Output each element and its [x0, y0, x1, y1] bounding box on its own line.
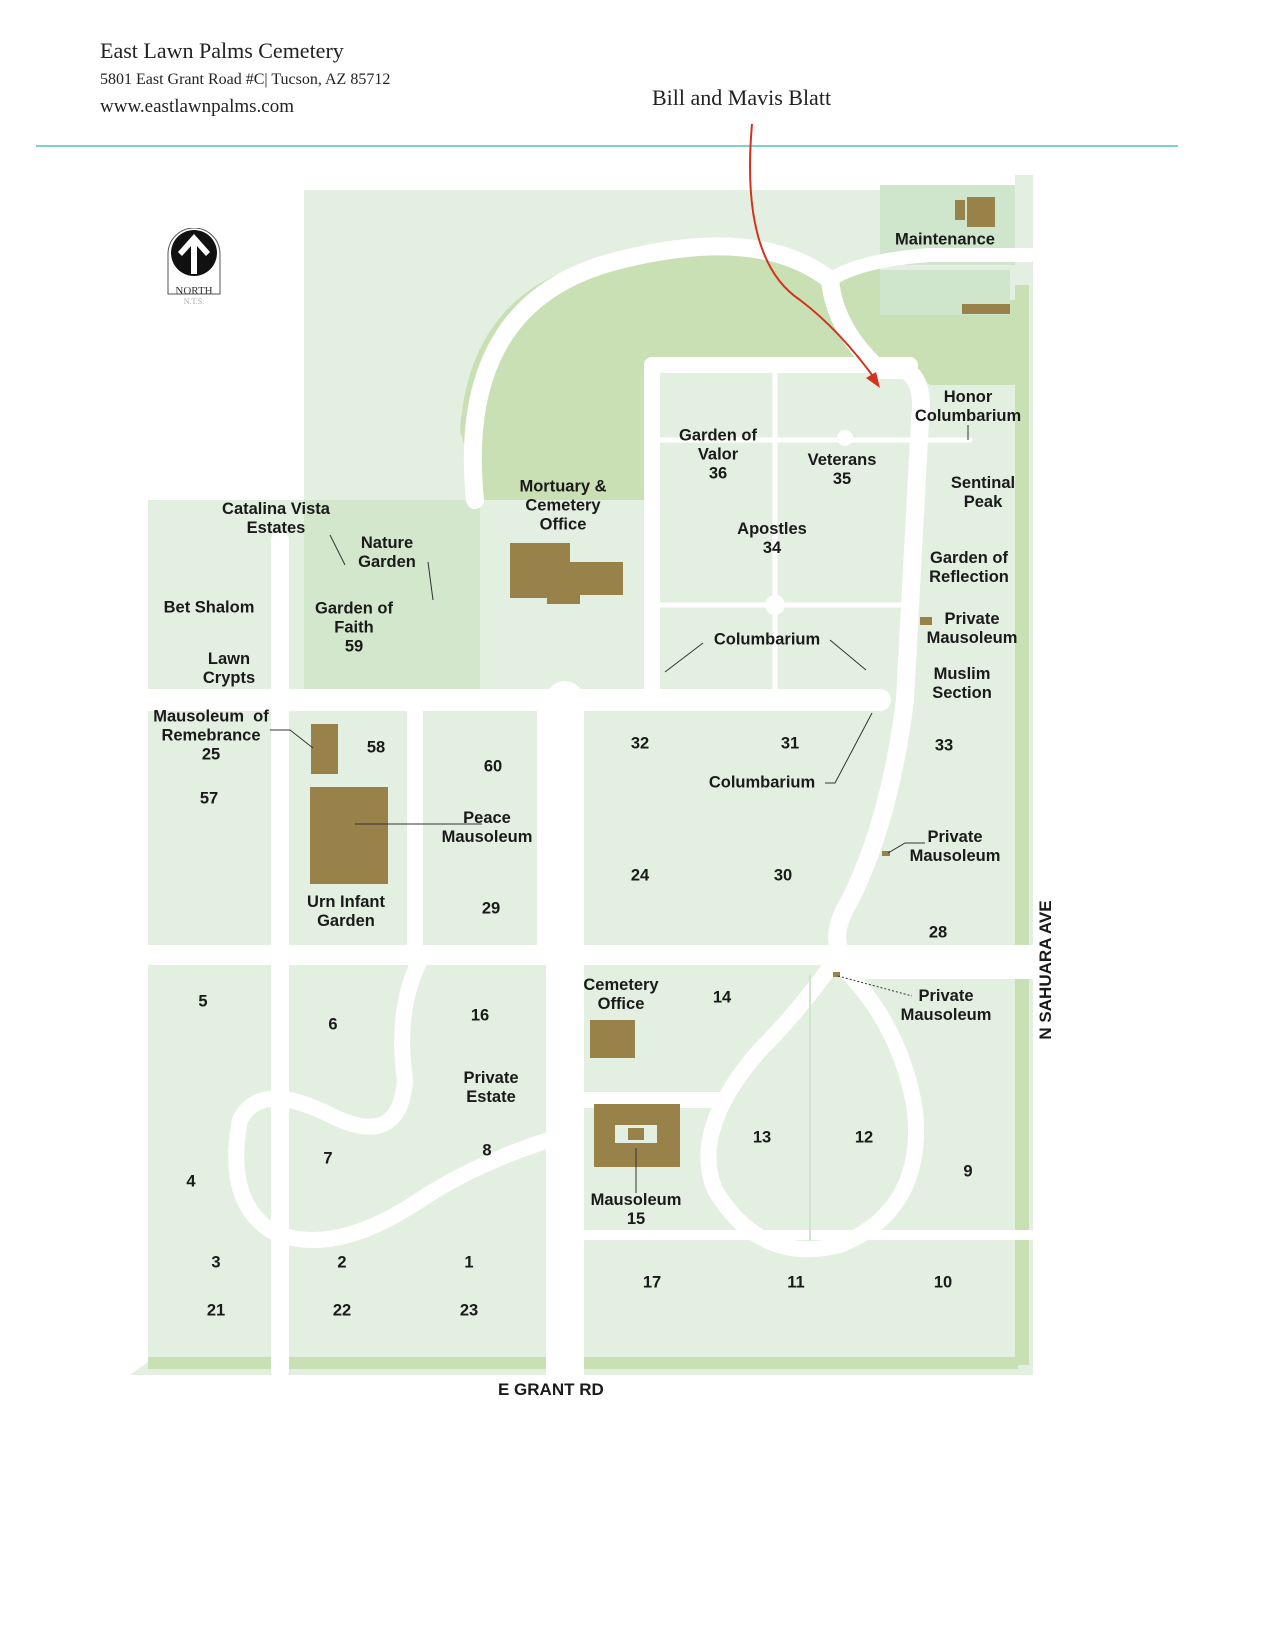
header-divider: [36, 145, 1178, 147]
label-bet-shalom: Bet Shalom: [163, 598, 255, 617]
label-private-mausoleum-3: Private Mausoleum: [900, 987, 992, 1024]
section-7: 7: [323, 1149, 333, 1168]
leader-columbarium-1a: [664, 642, 704, 673]
private-mausoleum-icon-2: [882, 851, 890, 856]
private-mausoleum-icon-1: [920, 617, 932, 625]
east-strip: [1015, 285, 1029, 1365]
section-14: 14: [712, 988, 732, 1007]
label-lawn-crypts: Lawn Crypts: [202, 650, 256, 687]
label-veterans: Veterans 35: [807, 451, 877, 488]
section-10: 10: [933, 1273, 953, 1292]
road-service: [823, 248, 1037, 287]
label-mortuary: Mortuary & Cemetery Office: [519, 477, 607, 534]
maintenance-building: [967, 197, 995, 227]
label-cemetery-office: Cemetery Office: [583, 976, 659, 1013]
label-garden-of-faith: Garden of Faith 59: [315, 599, 393, 656]
road-inner-north: [644, 357, 918, 698]
section-13: 13: [752, 1128, 772, 1147]
section-58: 58: [366, 738, 386, 757]
mortuary-building: [510, 543, 623, 604]
section-12: 12: [854, 1128, 874, 1147]
label-sentinal-peak: Sentinal Peak: [950, 474, 1016, 511]
section-24: 24: [630, 866, 650, 885]
street-e-grant-rd: E GRANT RD: [498, 1380, 604, 1399]
peace-mausoleum-building: [310, 787, 388, 884]
label-private-mausoleum-2: Private Mausoleum: [909, 828, 1001, 865]
label-muslim-section: Muslim Section: [932, 665, 992, 702]
street-n-sahuara-ave: N SAHUARA AVE: [1036, 900, 1055, 1040]
section-8: 8: [482, 1141, 492, 1160]
section-23: 23: [459, 1301, 479, 1320]
maintenance-shed: [955, 200, 965, 220]
section-57: 57: [199, 789, 219, 808]
leader-columbarium-1b: [829, 639, 867, 671]
location-arrow: [749, 123, 879, 384]
scale-label: N.T.S.: [183, 297, 205, 306]
section-11: 11: [787, 1273, 805, 1292]
section-32: 32: [630, 734, 650, 753]
leader-nature: [427, 561, 434, 601]
label-garden-of-valor: Garden of Valor 36: [679, 426, 757, 483]
section-6: 6: [328, 1015, 338, 1034]
road-west-loop: [228, 952, 573, 1248]
label-urn-infant-garden: Urn Infant Garden: [307, 893, 385, 930]
label-garden-of-reflection: Garden of Reflection: [929, 549, 1009, 586]
section-28: 28: [928, 923, 948, 942]
section-1: 1: [464, 1253, 474, 1272]
remebrance-mausoleum-building: [311, 724, 338, 774]
label-mausoleum-15: Mausoleum 15: [590, 1191, 682, 1228]
section-30: 30: [773, 866, 793, 885]
label-maintenance: Maintenance: [895, 230, 995, 249]
north-label: NORTH: [175, 285, 213, 297]
label-columbarium-2: Columbarium: [708, 773, 816, 792]
section-16: 16: [470, 1006, 490, 1025]
arrow-head-icon: [866, 372, 880, 388]
leader-pm3: [837, 975, 913, 997]
label-private-estate: Private Estate: [463, 1069, 519, 1106]
road-teardrop: [700, 952, 924, 1258]
section-60: 60: [483, 757, 503, 776]
label-nature-garden: Nature Garden: [358, 534, 416, 571]
section-29: 29: [481, 899, 501, 918]
leader-remebrance: [270, 729, 314, 749]
private-mausoleum-icon-3: [833, 972, 840, 977]
section-4: 4: [186, 1172, 196, 1191]
nature-garden-area: [304, 500, 480, 690]
cemetery-name: East Lawn Palms Cemetery: [100, 38, 344, 63]
leader-pm2: [887, 842, 925, 854]
annotation-name: Bill and Mavis Blatt: [652, 85, 832, 110]
section-5: 5: [198, 992, 208, 1011]
label-honor-columbarium: Honor Columbarium: [914, 388, 1022, 425]
columbarium-circle: [765, 595, 785, 615]
label-catalina-vista: Catalina Vista Estates: [222, 500, 330, 537]
mausoleum-15-core: [628, 1128, 644, 1140]
section-22: 22: [332, 1301, 352, 1320]
north-arrow: NORTH N.T.S.: [166, 227, 222, 306]
label-private-mausoleum-1: Private Mausoleum: [926, 610, 1018, 647]
leader-columbarium-2: [825, 712, 873, 784]
label-apostles: Apostles 34: [737, 520, 807, 557]
section-17: 17: [642, 1273, 662, 1292]
website-link[interactable]: www.eastlawnpalms.com: [100, 96, 294, 117]
label-columbarium-1: Columbarium: [713, 630, 821, 649]
maintenance-garage: [962, 304, 1010, 314]
section-33: 33: [934, 736, 954, 755]
section-21: 21: [206, 1301, 226, 1320]
north-arrow-icon: [167, 227, 221, 295]
label-mausoleum-remebrance: Mausoleum of Remebrance 25: [153, 707, 269, 764]
cemetery-address: 5801 East Grant Road #C| Tucson, AZ 8571…: [100, 71, 391, 88]
section-2: 2: [337, 1253, 347, 1272]
cemetery-office-building: [590, 1020, 635, 1058]
leader-catalina: [329, 534, 346, 566]
veterans-circle: [837, 430, 853, 446]
section-9: 9: [963, 1162, 973, 1181]
section-31: 31: [780, 734, 800, 753]
road-loop-north: [463, 237, 1039, 979]
label-peace-mausoleum: Peace Mausoleum: [441, 809, 533, 846]
section-3: 3: [211, 1253, 221, 1272]
